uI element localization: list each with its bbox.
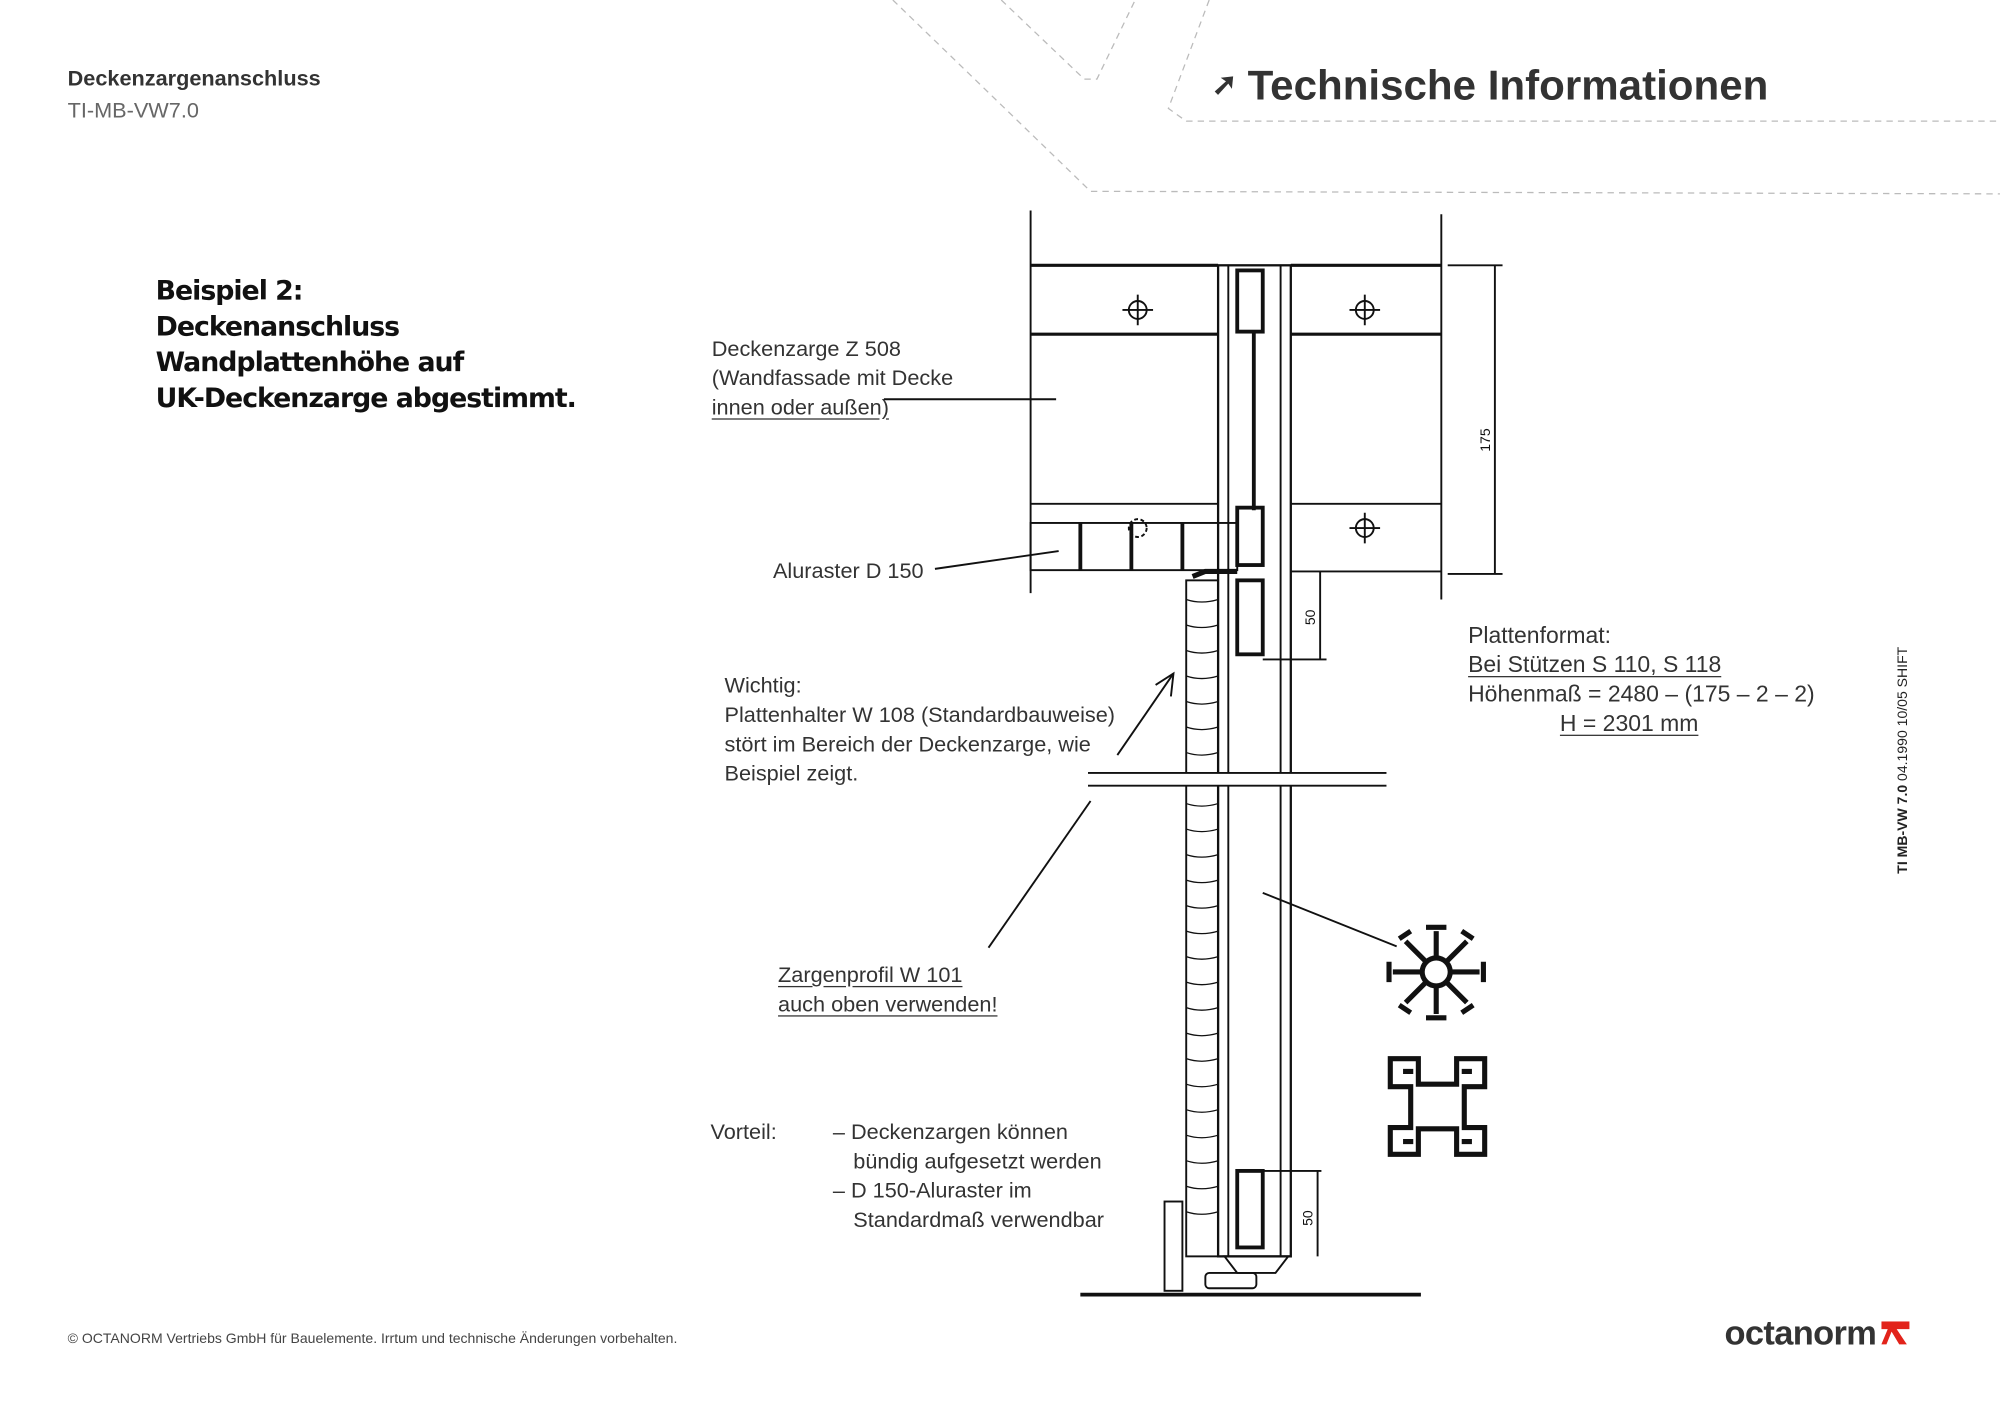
label-line: Plattenhalter W 108 (Standardbauweise) — [724, 702, 1116, 728]
label-line: stört im Bereich der Deckenzarge, wie — [724, 732, 1091, 757]
example-line: Beispiel 2: — [155, 275, 304, 307]
octanorm-logo: octanorm — [1724, 1313, 1910, 1354]
label-line: Beispiel zeigt. — [724, 761, 859, 786]
label-line: Zargenprofil W 101 — [778, 963, 963, 988]
label-vorteil: Vorteil: — [710, 1119, 777, 1145]
octagonal-post-profile-icon — [1386, 924, 1486, 1021]
label-wichtig: Wichtig: Plattenhalter W 108 (Standardba… — [724, 671, 1115, 788]
dimension-50-bottom: 50 — [1299, 1210, 1315, 1226]
label-plattenformat: Plattenformat: Bei Stützen S 110, S 118 … — [1468, 621, 1815, 738]
label-aluraster: Aluraster D 150 — [772, 558, 924, 583]
label-line: Standardmaß verwendbar — [853, 1207, 1105, 1233]
side-code-rest: 04.1990 10/05 SHIFT — [1895, 646, 1911, 781]
label-line: – D 150-Aluraster im — [832, 1178, 1032, 1203]
example-heading: Beispiel 2: Deckenanschluss Wandplattenh… — [155, 273, 577, 416]
label-line: innen oder außen) — [711, 395, 889, 420]
label-line: auch oben verwenden! — [778, 992, 998, 1017]
document-title: Deckenzargenanschluss — [67, 66, 321, 91]
dimension-175: 175 — [1477, 428, 1493, 452]
side-code-bold: TI MB-VW 7.0 — [1895, 784, 1911, 874]
label-line: Deckenzarge Z 508 — [711, 336, 901, 361]
section-title: ➚Technische Informationen — [1212, 61, 1769, 109]
section-title-text: Technische Informationen — [1247, 61, 1769, 109]
label-line: Wichtig: — [724, 673, 802, 698]
vorteil-list: – Deckenzargen können bündig aufgesetzt … — [833, 1117, 1104, 1234]
label-line: H = 2301 mm — [1559, 710, 1699, 736]
logo-text: octanorm — [1724, 1313, 1877, 1353]
label-line: – Deckenzargen können — [832, 1119, 1068, 1145]
label-deckenzarge: Deckenzarge Z 508 (Wandfassade mit Decke… — [712, 334, 953, 422]
bolt-symbols — [1122, 294, 1381, 544]
example-line: Deckenanschluss — [155, 311, 401, 342]
dimension-50-top: 50 — [1302, 609, 1318, 625]
side-document-code: TI MB-VW 7.0 04.1990 10/05 SHIFT — [1895, 647, 1910, 874]
label-line: Plattenformat: — [1468, 622, 1612, 648]
decorative-dashed-lines — [892, 0, 2000, 195]
label-line: bündig aufgesetzt werden — [853, 1149, 1102, 1174]
example-line: UK-Deckenzarge abgestimmt. — [155, 382, 577, 414]
label-line: Höhenmaß = 2480 – (175 – 2 – 2) — [1468, 681, 1815, 707]
label-zargenprofil: Zargenprofil W 101 auch oben verwenden! — [778, 960, 997, 1019]
square-post-profile-icon — [1387, 1056, 1488, 1157]
example-line: Wandplattenhöhe auf — [155, 346, 465, 378]
document-code: TI-MB-VW7.0 — [67, 98, 199, 123]
footer-copyright: © OCTANORM Vertriebs GmbH für Bauelement… — [67, 1331, 678, 1347]
arrow-up-right-icon: ➚ — [1211, 67, 1238, 103]
label-line: (Wandfassade mit Decke — [711, 366, 954, 391]
label-line: Bei Stützen S 110, S 118 — [1468, 651, 1722, 678]
octanorm-mark-icon — [1881, 1321, 1910, 1345]
